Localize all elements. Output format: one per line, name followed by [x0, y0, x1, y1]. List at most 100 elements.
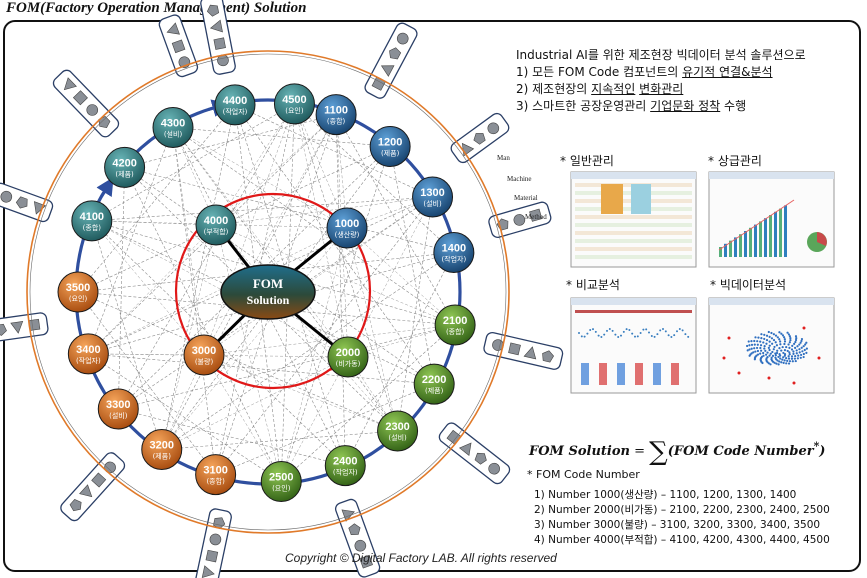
thumb-bar: [599, 363, 607, 385]
thumb-point: [783, 336, 786, 339]
dashed-connector: [203, 354, 398, 432]
node-code: 3300: [106, 399, 130, 411]
thumb-point: [777, 363, 780, 366]
content-frame: [3, 20, 861, 572]
circle-shape-icon: [487, 122, 500, 135]
node-code: 4200: [112, 157, 136, 169]
thumb-point: [762, 354, 765, 357]
dashed-connector: [203, 114, 337, 356]
thumb-point: [795, 337, 798, 340]
dashed-connector: [172, 127, 205, 356]
node-code: 2500: [269, 472, 293, 484]
thumb-point: [611, 329, 614, 332]
thumb-point: [768, 354, 771, 357]
dashed-connector: [294, 103, 348, 229]
dashed-connector: [88, 196, 433, 355]
thumb-point: [768, 344, 771, 347]
thumb-point: [782, 351, 785, 355]
node-sub: (부적합): [204, 227, 229, 236]
thumb-point: [793, 346, 797, 349]
node-sub: (제품): [381, 149, 400, 157]
thumb-point: [799, 341, 802, 344]
thumb-point: [794, 340, 797, 344]
code-list: 1) Number 1000(생산량) – 1100, 1200, 1300, …: [534, 488, 830, 548]
dashed-connector: [77, 252, 454, 293]
thumb-point: [752, 351, 755, 354]
thumb-point: [645, 328, 648, 331]
node-code: 4400: [223, 95, 247, 107]
shape-group-box: [60, 452, 126, 522]
node-code: 2400: [333, 456, 357, 468]
node-sub: (작업자): [223, 107, 248, 116]
thumb-point: [597, 334, 600, 337]
node-circle: [57, 271, 99, 313]
node-code: 1200: [378, 136, 402, 148]
thumb-point: [788, 351, 791, 354]
node-code: 1000: [335, 218, 359, 230]
thumb-point: [768, 335, 771, 338]
hub-node-1000: 1000(생산량): [326, 207, 368, 249]
dashed-connector: [88, 353, 435, 385]
dashed-connector: [91, 220, 456, 326]
node-circle: [141, 429, 183, 471]
dashed-connector: [161, 356, 349, 450]
screenshot-thumb-4: [708, 297, 835, 394]
node-code: 3400: [76, 344, 100, 356]
ring-node-2300: 2300(설비): [377, 410, 419, 452]
triangle-shape-icon: [209, 19, 223, 33]
mlabel-method: Method: [525, 213, 547, 221]
thumb-point: [791, 360, 794, 363]
intro-text: Industrial AI를 위한 제조현장 빅데이터 분석 솔루션으로 1) …: [516, 47, 806, 115]
ring-node-4500: 4500(요인): [273, 83, 315, 125]
thumb-toolbar: [709, 298, 834, 305]
node-sub: (비가동): [336, 359, 361, 368]
thumb-point: [765, 353, 768, 356]
thumb-point: [636, 335, 639, 338]
thumb-point: [759, 344, 763, 347]
dashed-connector: [91, 220, 435, 385]
dashed-connector: [215, 224, 398, 432]
dashed-connector: [161, 252, 455, 450]
thumb-point: [765, 334, 769, 337]
ring-node-1400: 1400(작업자): [433, 231, 475, 273]
thumb-point: [748, 354, 751, 357]
label-bigdata-analysis: * 빅데이터분석: [710, 278, 787, 292]
dashed-connector: [124, 167, 435, 385]
thumb-point: [786, 359, 789, 362]
thumb-point: [802, 345, 805, 348]
thumb-point: [788, 346, 791, 349]
node-circle: [369, 125, 411, 167]
thumb-point: [798, 348, 801, 351]
thumb-bar: [749, 227, 752, 257]
thumb-point: [754, 336, 757, 339]
ring-node-4200: 4200(제품): [104, 146, 146, 188]
dashed-connector: [389, 146, 435, 385]
thumb-point: [793, 357, 797, 360]
pentagon-shape-icon: [389, 47, 402, 60]
ring-node-4100: 4100(종합): [71, 200, 113, 242]
shape-group: [60, 452, 126, 522]
node-sub: (생산량): [335, 230, 360, 239]
thumb-point: [786, 331, 789, 334]
square-shape-icon: [205, 549, 219, 563]
thumb-point: [780, 332, 783, 335]
dashed-connector: [335, 114, 348, 229]
ring-arrow: [96, 177, 114, 198]
thumb-point: [785, 362, 788, 365]
thumb-point: [767, 346, 770, 349]
thumb-point: [795, 352, 798, 355]
dashed-connector: [77, 291, 398, 432]
shape-group: [158, 14, 199, 78]
dashed-connector: [172, 127, 216, 475]
node-code: 3500: [66, 282, 90, 294]
node-sub: (작업자): [76, 356, 101, 365]
thumb-point: [780, 361, 783, 364]
thumb-point: [800, 346, 803, 349]
node-code: 4500: [282, 94, 306, 106]
node-circle: [67, 333, 109, 375]
node-circle: [412, 176, 454, 218]
node-code: 2300: [385, 421, 409, 433]
screenshot-thumbnails: [570, 171, 835, 394]
